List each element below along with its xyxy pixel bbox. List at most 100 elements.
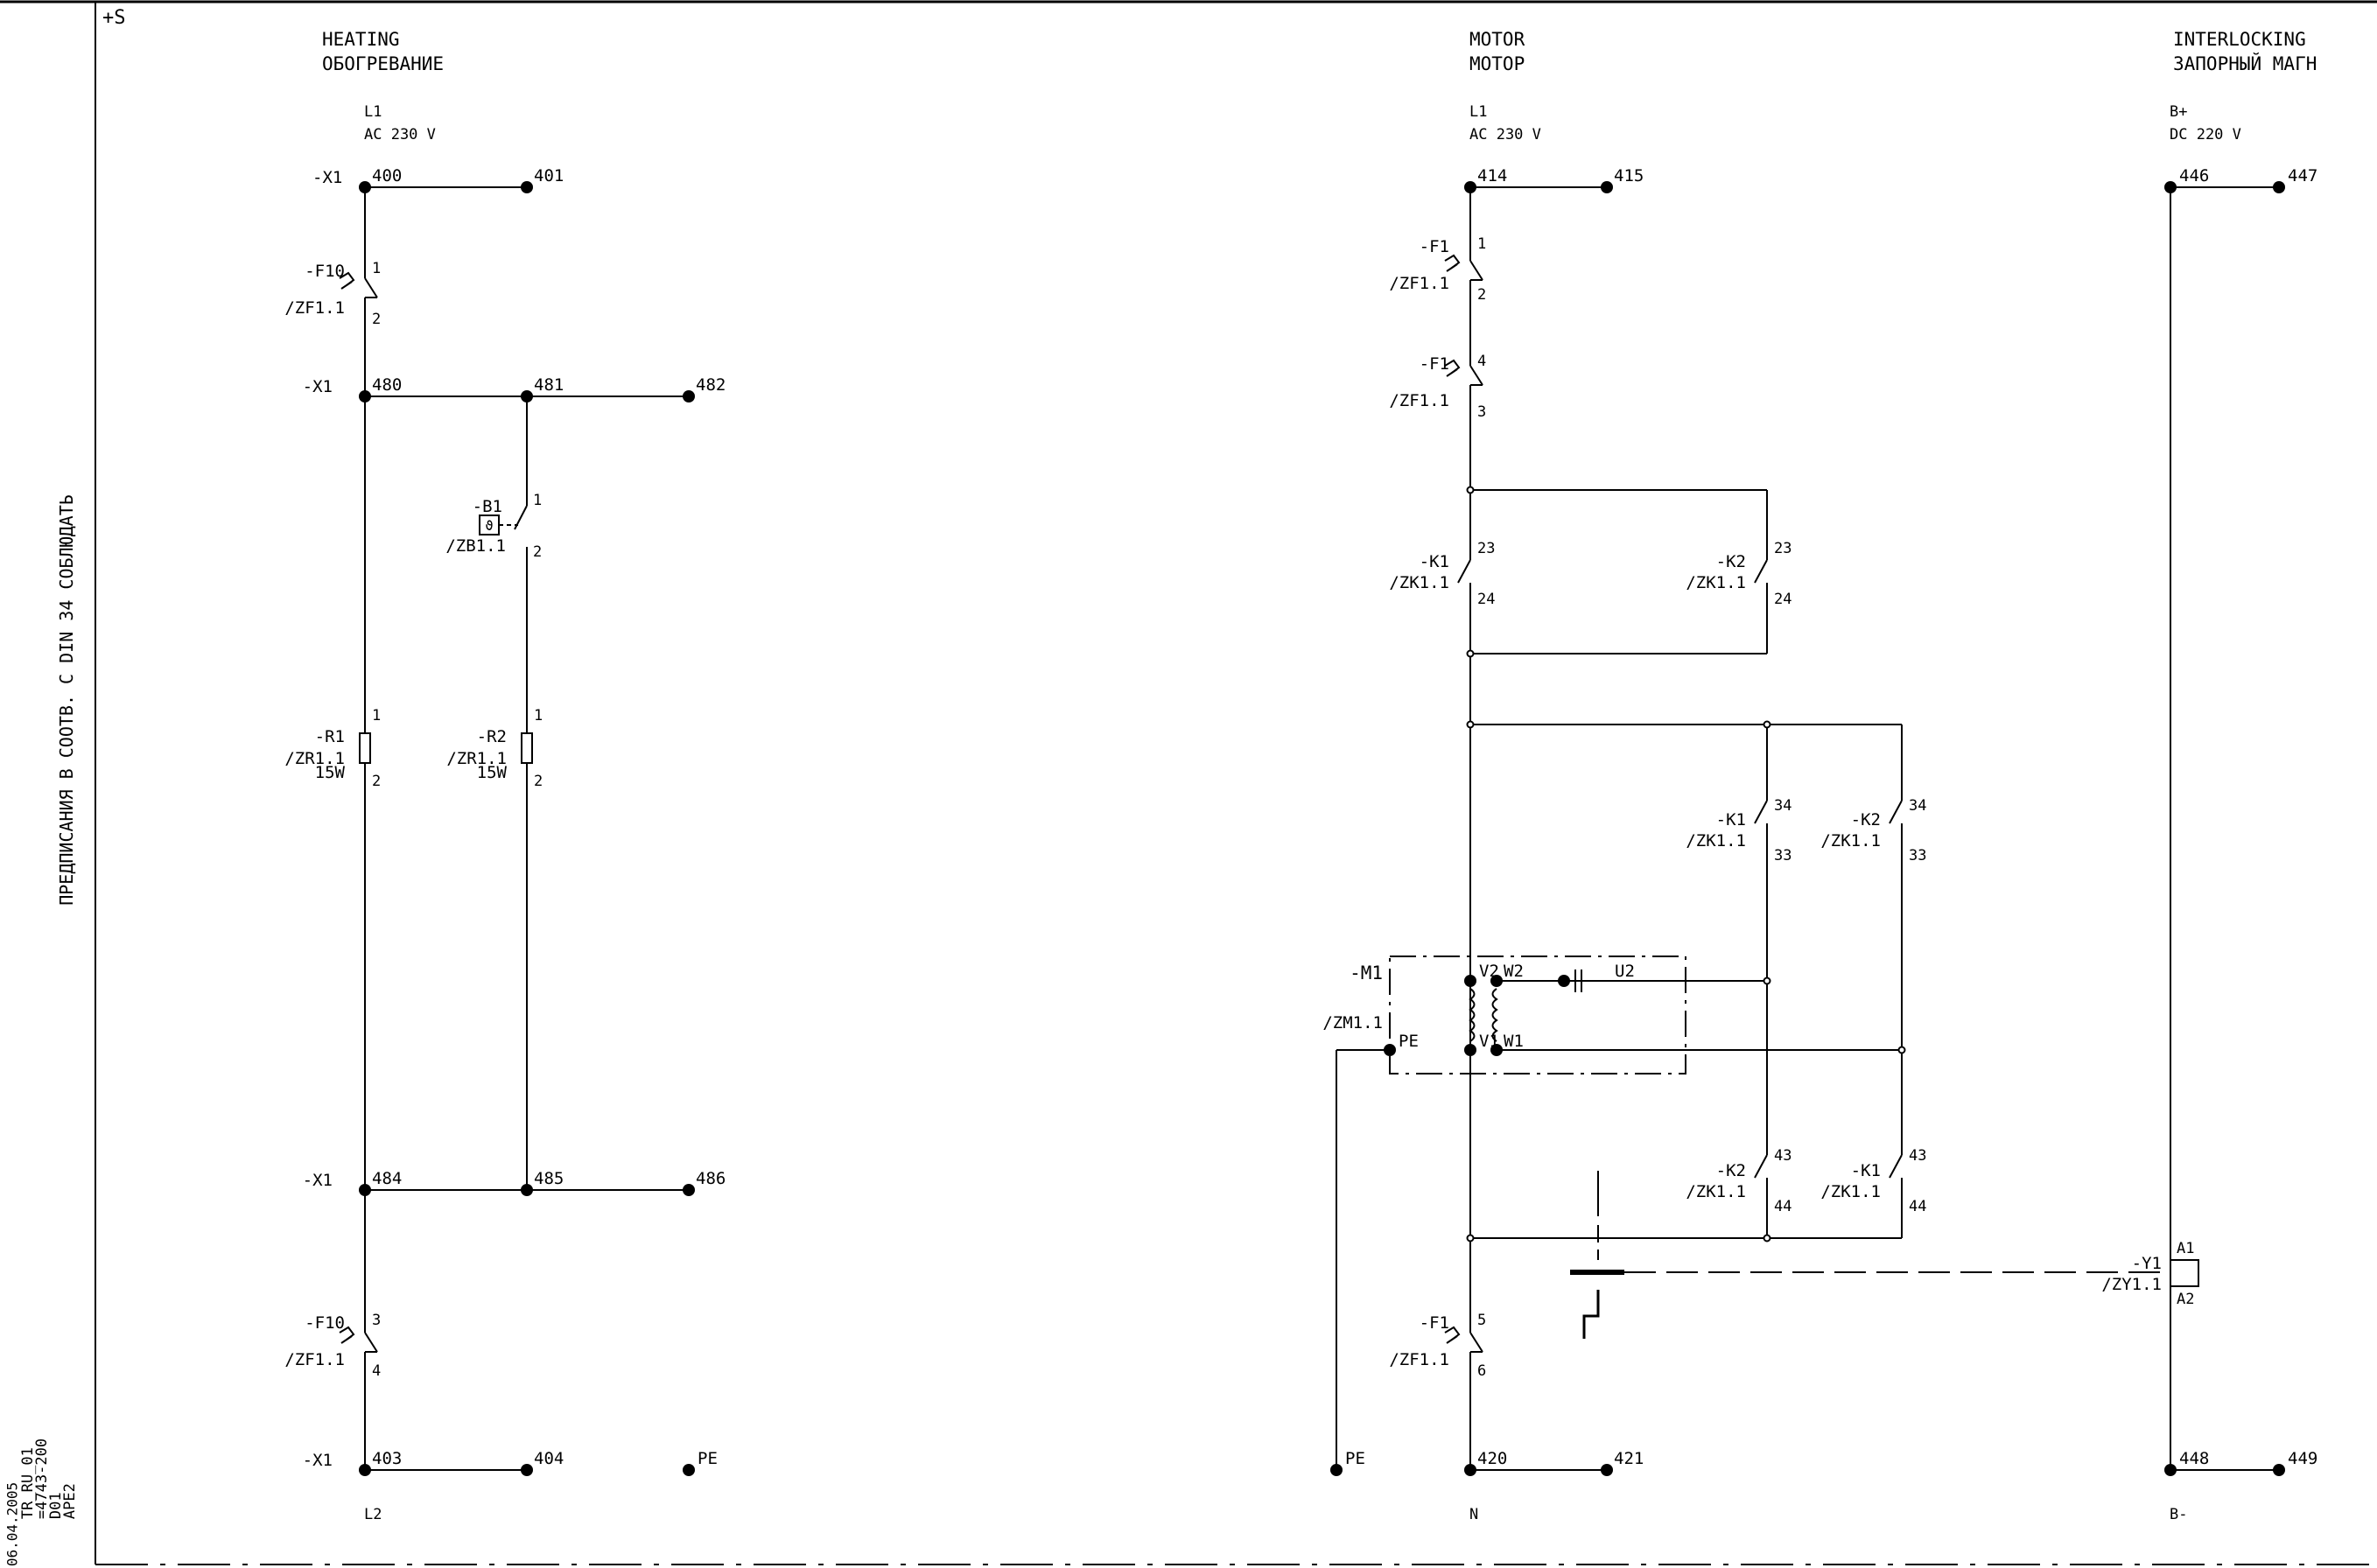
heating-x1-label: -X1 xyxy=(303,1451,333,1470)
footer-date: 06.04.2005 xyxy=(4,1481,21,1567)
contact-k2-34-tag: -K2 xyxy=(1851,810,1881,830)
breaker-f10-bottom-pin-out: 4 xyxy=(372,1362,381,1380)
thermostat-b1-ref: /ZB1.1 xyxy=(445,536,506,556)
motor-m1-v2-label: V2 xyxy=(1479,962,1499,981)
motor-pe-terminal-label: PE xyxy=(1345,1449,1365,1468)
contact-k1-43-tag: -K1 xyxy=(1851,1161,1881,1180)
breaker-f1-b-pin-in: 4 xyxy=(1477,353,1486,370)
breaker-f10-bottom-ref: /ZF1.1 xyxy=(284,1350,345,1369)
motor-m1-ref: /ZM1.1 xyxy=(1322,1013,1383,1032)
contact-k1-34-pin-a: 34 xyxy=(1774,797,1792,815)
breaker-f1-b-pin-out: 3 xyxy=(1477,403,1486,421)
breaker-f10-top-symbol xyxy=(339,262,378,298)
heater-r2-tag: -R2 xyxy=(477,727,507,746)
heater-resistor-symbols xyxy=(359,732,533,764)
motor-m1-v1-label: V1 xyxy=(1479,1032,1499,1051)
terminal-482-label: 482 xyxy=(696,375,726,395)
heating-x1-label: -X1 xyxy=(303,1171,333,1190)
motor-small-junctions xyxy=(1466,486,1906,1242)
heater-r2-pin-in: 1 xyxy=(534,707,543,724)
motor-m1-w1-label: W1 xyxy=(1504,1032,1524,1051)
terminal-447-label: 447 xyxy=(2288,166,2317,186)
heater-r1-power: 15W xyxy=(315,763,346,782)
terminal-446-label: 446 xyxy=(2179,166,2209,186)
breaker-f1-c-tag: -F1 xyxy=(1420,1313,1449,1333)
interlocking-wires xyxy=(2170,186,2279,1471)
terminal-420-label: 420 xyxy=(1477,1449,1507,1468)
breaker-f10-bottom-pin-in: 3 xyxy=(372,1312,381,1329)
motor-m1-symbol xyxy=(1389,956,1686,1074)
motor-junction-dots xyxy=(1330,181,1613,1476)
mechanical-interlock-symbol xyxy=(1570,1171,2169,1339)
terminal-401-label: 401 xyxy=(534,166,564,186)
contact-k2-23-pin-a: 23 xyxy=(1774,540,1792,557)
breaker-f10-top-pin-in: 1 xyxy=(372,260,381,277)
motor-m1-u2-label: U2 xyxy=(1615,962,1635,981)
breaker-f10-top-pin-out: 2 xyxy=(372,311,381,328)
motor-m1-w2-label: W2 xyxy=(1504,962,1524,981)
terminal-400-label: 400 xyxy=(372,166,402,186)
contact-k1-34-pin-b: 33 xyxy=(1774,847,1792,864)
contact-k1-23-pin-b: 24 xyxy=(1477,591,1495,608)
footer-line: APE2 xyxy=(61,1483,79,1520)
interlocking-title-en: INTERLOCKING xyxy=(2173,29,2306,50)
heater-r1-pin-in: 1 xyxy=(372,707,381,724)
motor-title-en: MOTOR xyxy=(1469,29,1525,50)
terminal-484-label: 484 xyxy=(372,1169,402,1188)
thermostat-b1-symbol xyxy=(479,505,528,536)
heater-r2-ref: /ZR1.1 xyxy=(446,749,507,768)
heating-return-line: L2 xyxy=(364,1506,382,1523)
thermostat-b1-pin-in: 1 xyxy=(533,492,542,509)
magnet-y1-pin-a: A1 xyxy=(2177,1240,2194,1257)
motor-supply-voltage: AC 230 V xyxy=(1469,126,1541,144)
heating-supply-voltage: AC 230 V xyxy=(364,126,436,144)
regulation-note: ПРЕДПИСАНИЯ В СООТВ. С DIN 34 СОБЛЮДАТЬ xyxy=(56,494,77,906)
heating-section: HEATING ОБОГРЕВАНИЕ L1 AC 230 V L2 -X1 -… xyxy=(284,29,726,1523)
contact-k2-34-pin-b: 33 xyxy=(1909,847,1926,864)
heating-wires xyxy=(364,186,689,1471)
interlocking-title-ru: ЗАПОРНЫЙ МАГН xyxy=(2173,52,2317,74)
thermostat-b1-tag: -B1 xyxy=(473,497,502,516)
motor-m1-tag: -M1 xyxy=(1350,962,1383,984)
breaker-f1-symbols xyxy=(1444,245,1483,1353)
contact-k1-43-ref: /ZK1.1 xyxy=(1820,1182,1881,1201)
contact-k1-34-ref: /ZK1.1 xyxy=(1686,831,1746,850)
interlocking-supply-voltage: DC 220 V xyxy=(2170,126,2241,144)
contact-k1-34-tag: -K1 xyxy=(1716,810,1746,830)
thermostat-b1-pin-out: 2 xyxy=(533,543,542,561)
contact-k2-23-pin-b: 24 xyxy=(1774,591,1792,608)
heater-r2-pin-out: 2 xyxy=(534,773,543,790)
terminal-414-label: 414 xyxy=(1477,166,1507,186)
terminal-481-label: 481 xyxy=(534,375,564,395)
contact-k2-23-ref: /ZK1.1 xyxy=(1686,573,1746,592)
breaker-f1-c-ref: /ZF1.1 xyxy=(1389,1350,1449,1369)
terminal-485-label: 485 xyxy=(534,1169,564,1188)
breaker-f10-top-ref: /ZF1.1 xyxy=(284,298,345,318)
terminal-480-label: 480 xyxy=(372,375,402,395)
breaker-f10-top-tag: -F10 xyxy=(305,262,345,281)
contact-k2-43-pin-a: 43 xyxy=(1774,1147,1792,1165)
contact-k2-34-ref: /ZK1.1 xyxy=(1820,831,1881,850)
thermostat-b1-theta: ϑ xyxy=(485,518,493,534)
heating-supply-line: L1 xyxy=(364,103,382,121)
heater-r1-ref: /ZR1.1 xyxy=(284,749,345,768)
motor-m1-pe-label: PE xyxy=(1399,1032,1419,1051)
heating-title-en: HEATING xyxy=(322,29,400,50)
footer-drawing-id: TR_RU_01 =4743-200 D01 APE2 xyxy=(19,1438,79,1520)
contact-k1-23-pin-a: 23 xyxy=(1477,540,1495,557)
contact-k2-43-pin-b: 44 xyxy=(1774,1198,1792,1215)
contact-k2-34-pin-a: 34 xyxy=(1909,797,1926,815)
motor-wires xyxy=(1336,186,1903,1471)
contact-k2-43-tag: -K2 xyxy=(1716,1161,1746,1180)
interlocking-return-line: B- xyxy=(2170,1506,2187,1523)
heating-x1-label: -X1 xyxy=(312,168,342,187)
breaker-f1-a-ref: /ZF1.1 xyxy=(1389,274,1449,293)
contact-k2-23-tag: -K2 xyxy=(1716,552,1746,571)
breaker-f1-a-pin-out: 2 xyxy=(1477,286,1486,304)
heater-r1-tag: -R1 xyxy=(315,727,345,746)
interlocking-terminal-dots xyxy=(2164,181,2285,1476)
terminal-486-label: 486 xyxy=(696,1169,726,1188)
contact-k1-23-tag: -K1 xyxy=(1420,552,1449,571)
zone-label: +S xyxy=(102,7,126,29)
